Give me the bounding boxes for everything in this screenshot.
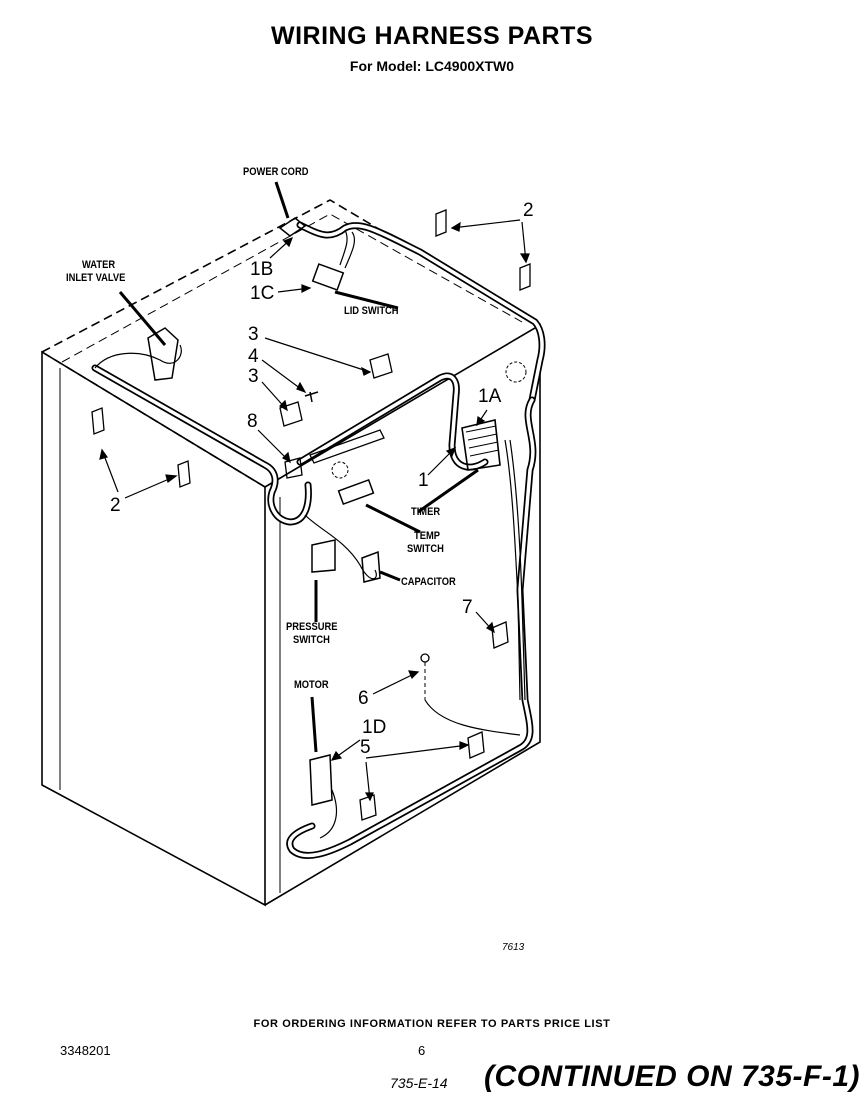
leader-lines xyxy=(99,181,530,802)
model-subtitle: For Model: LC4900XTW0 xyxy=(349,58,515,74)
water-valve-part xyxy=(147,327,179,381)
label-capacitor: CAPACITOR xyxy=(401,576,456,588)
callout-1: 1 xyxy=(418,470,429,491)
power-cord-plug xyxy=(278,217,307,237)
cabinet-front-top xyxy=(41,351,266,488)
callout-7: 7 xyxy=(462,597,473,618)
cabinet-top-dashed-inner xyxy=(61,213,523,363)
timer-part xyxy=(461,419,501,471)
label-lid-switch: LID SWITCH xyxy=(344,305,399,317)
label-timer: TIMER xyxy=(411,506,441,518)
cabinet-front-edge xyxy=(41,350,266,907)
clip-7 xyxy=(491,621,509,649)
clip-left-b xyxy=(177,460,191,488)
callout-8: 8 xyxy=(247,411,258,432)
ground-wire xyxy=(424,699,521,736)
temp-switch-part xyxy=(337,478,375,506)
screw-4 xyxy=(304,391,319,403)
label-motor: MOTOR xyxy=(294,679,329,691)
cabinet-top-dashed xyxy=(41,199,541,353)
page-title: WIRING HARNESS PARTS xyxy=(270,22,594,50)
document-number: 3348201 xyxy=(60,1043,111,1058)
callout-6: 6 xyxy=(358,688,369,709)
ordering-note: FOR ORDERING INFORMATION REFER TO PARTS … xyxy=(253,1018,611,1030)
callout-3a: 3 xyxy=(248,324,259,345)
clip-left-a xyxy=(91,407,105,435)
figure-code: 7613 xyxy=(502,942,525,953)
callout-1c: 1C xyxy=(250,283,275,304)
label-temp-switch-line1: TEMP xyxy=(414,530,440,542)
callout-3b: 3 xyxy=(248,366,259,387)
label-power-cord: POWER CORD xyxy=(243,166,309,178)
bracket-8 xyxy=(284,457,303,479)
motor-part xyxy=(309,754,333,806)
label-temp-switch-line2: SWITCH xyxy=(407,543,444,555)
ground-screw xyxy=(420,653,430,663)
label-water-inlet-valve-line1: WATER xyxy=(82,259,116,271)
lid-switch-part xyxy=(311,263,345,291)
clip-top-b xyxy=(519,263,531,291)
page-number: 6 xyxy=(418,1043,426,1058)
harness-front-rail xyxy=(91,364,312,526)
callout-1b: 1B xyxy=(250,259,274,280)
pressure-switch-part xyxy=(311,539,336,573)
handwritten-reference: 735-E-14 xyxy=(390,1075,448,1091)
clamp-3a xyxy=(369,353,393,379)
label-water-inlet-valve-line2: INLET VALVE xyxy=(66,272,126,284)
callout-1d: 1D xyxy=(362,717,387,738)
clip-top-a xyxy=(435,209,447,237)
continued-note: (CONTINUED ON 735-F-1) xyxy=(484,1060,861,1093)
callout-5: 5 xyxy=(360,737,371,758)
callout-2-top: 2 xyxy=(523,200,534,221)
callout-2-left: 2 xyxy=(110,495,121,516)
clip-5b xyxy=(359,794,377,821)
clip-5a xyxy=(467,731,485,759)
label-pressure-switch-line2: SWITCH xyxy=(293,634,330,646)
clamp-3b xyxy=(279,401,303,427)
label-pressure-switch-line1: PRESSURE xyxy=(286,621,338,633)
capacitor-part xyxy=(361,550,381,583)
callout-4: 4 xyxy=(248,346,259,367)
callout-1a: 1A xyxy=(478,386,502,407)
cabinet-side-edge xyxy=(264,323,541,906)
